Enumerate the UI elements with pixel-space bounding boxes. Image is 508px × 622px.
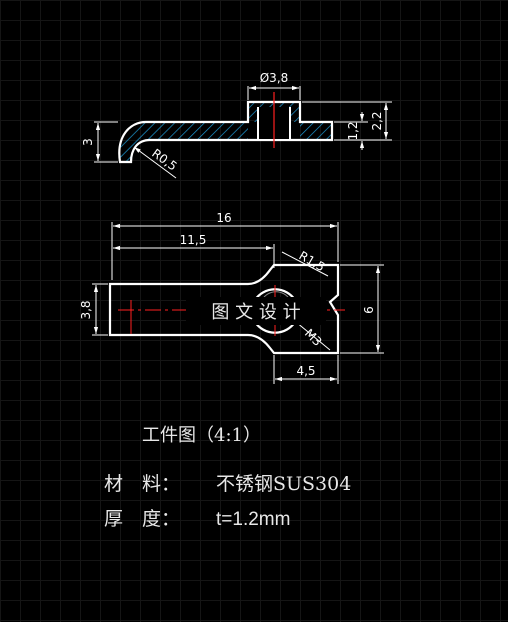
side-section-outline [118, 100, 334, 164]
dim-height-3-label: 3 [81, 138, 95, 146]
dim-6-label: 6 [362, 306, 376, 314]
plan-outline [108, 263, 340, 355]
dim-diameter-label: Ø3,8 [260, 71, 289, 85]
watermark-background [186, 297, 326, 325]
material-label: 材 料： [104, 473, 180, 495]
radius-leader [133, 146, 177, 179]
thickness-value: t=1.2mm [216, 509, 290, 530]
dim-4-5-label: 4,5 [296, 364, 315, 378]
thickness-label: 厚 度： [104, 508, 180, 530]
plan-view: 16 11,5 3,8 6 4,5 R1,5 [79, 211, 384, 384]
side-view: Ø3,8 3 1,2 2,2 R0,5 [81, 71, 392, 179]
dim-total-label: 2,2 [370, 111, 384, 130]
notes: 工件图（4:1） 材 料： 不锈钢SUS304 厚 度： t=1.2mm [104, 425, 351, 530]
dim-11-5-label: 11,5 [180, 233, 207, 247]
dim-thickness-label: 1,2 [346, 121, 360, 140]
material-value: 不锈钢SUS304 [216, 473, 351, 495]
dim-r1-5-label: R1,5 [297, 248, 328, 274]
watermark-text: 图 文 设 计 [211, 302, 300, 323]
dim-16-label: 16 [216, 211, 231, 225]
dim-3-8-label: 3,8 [79, 300, 93, 319]
drawing-title: 工件图（4:1） [142, 425, 261, 446]
